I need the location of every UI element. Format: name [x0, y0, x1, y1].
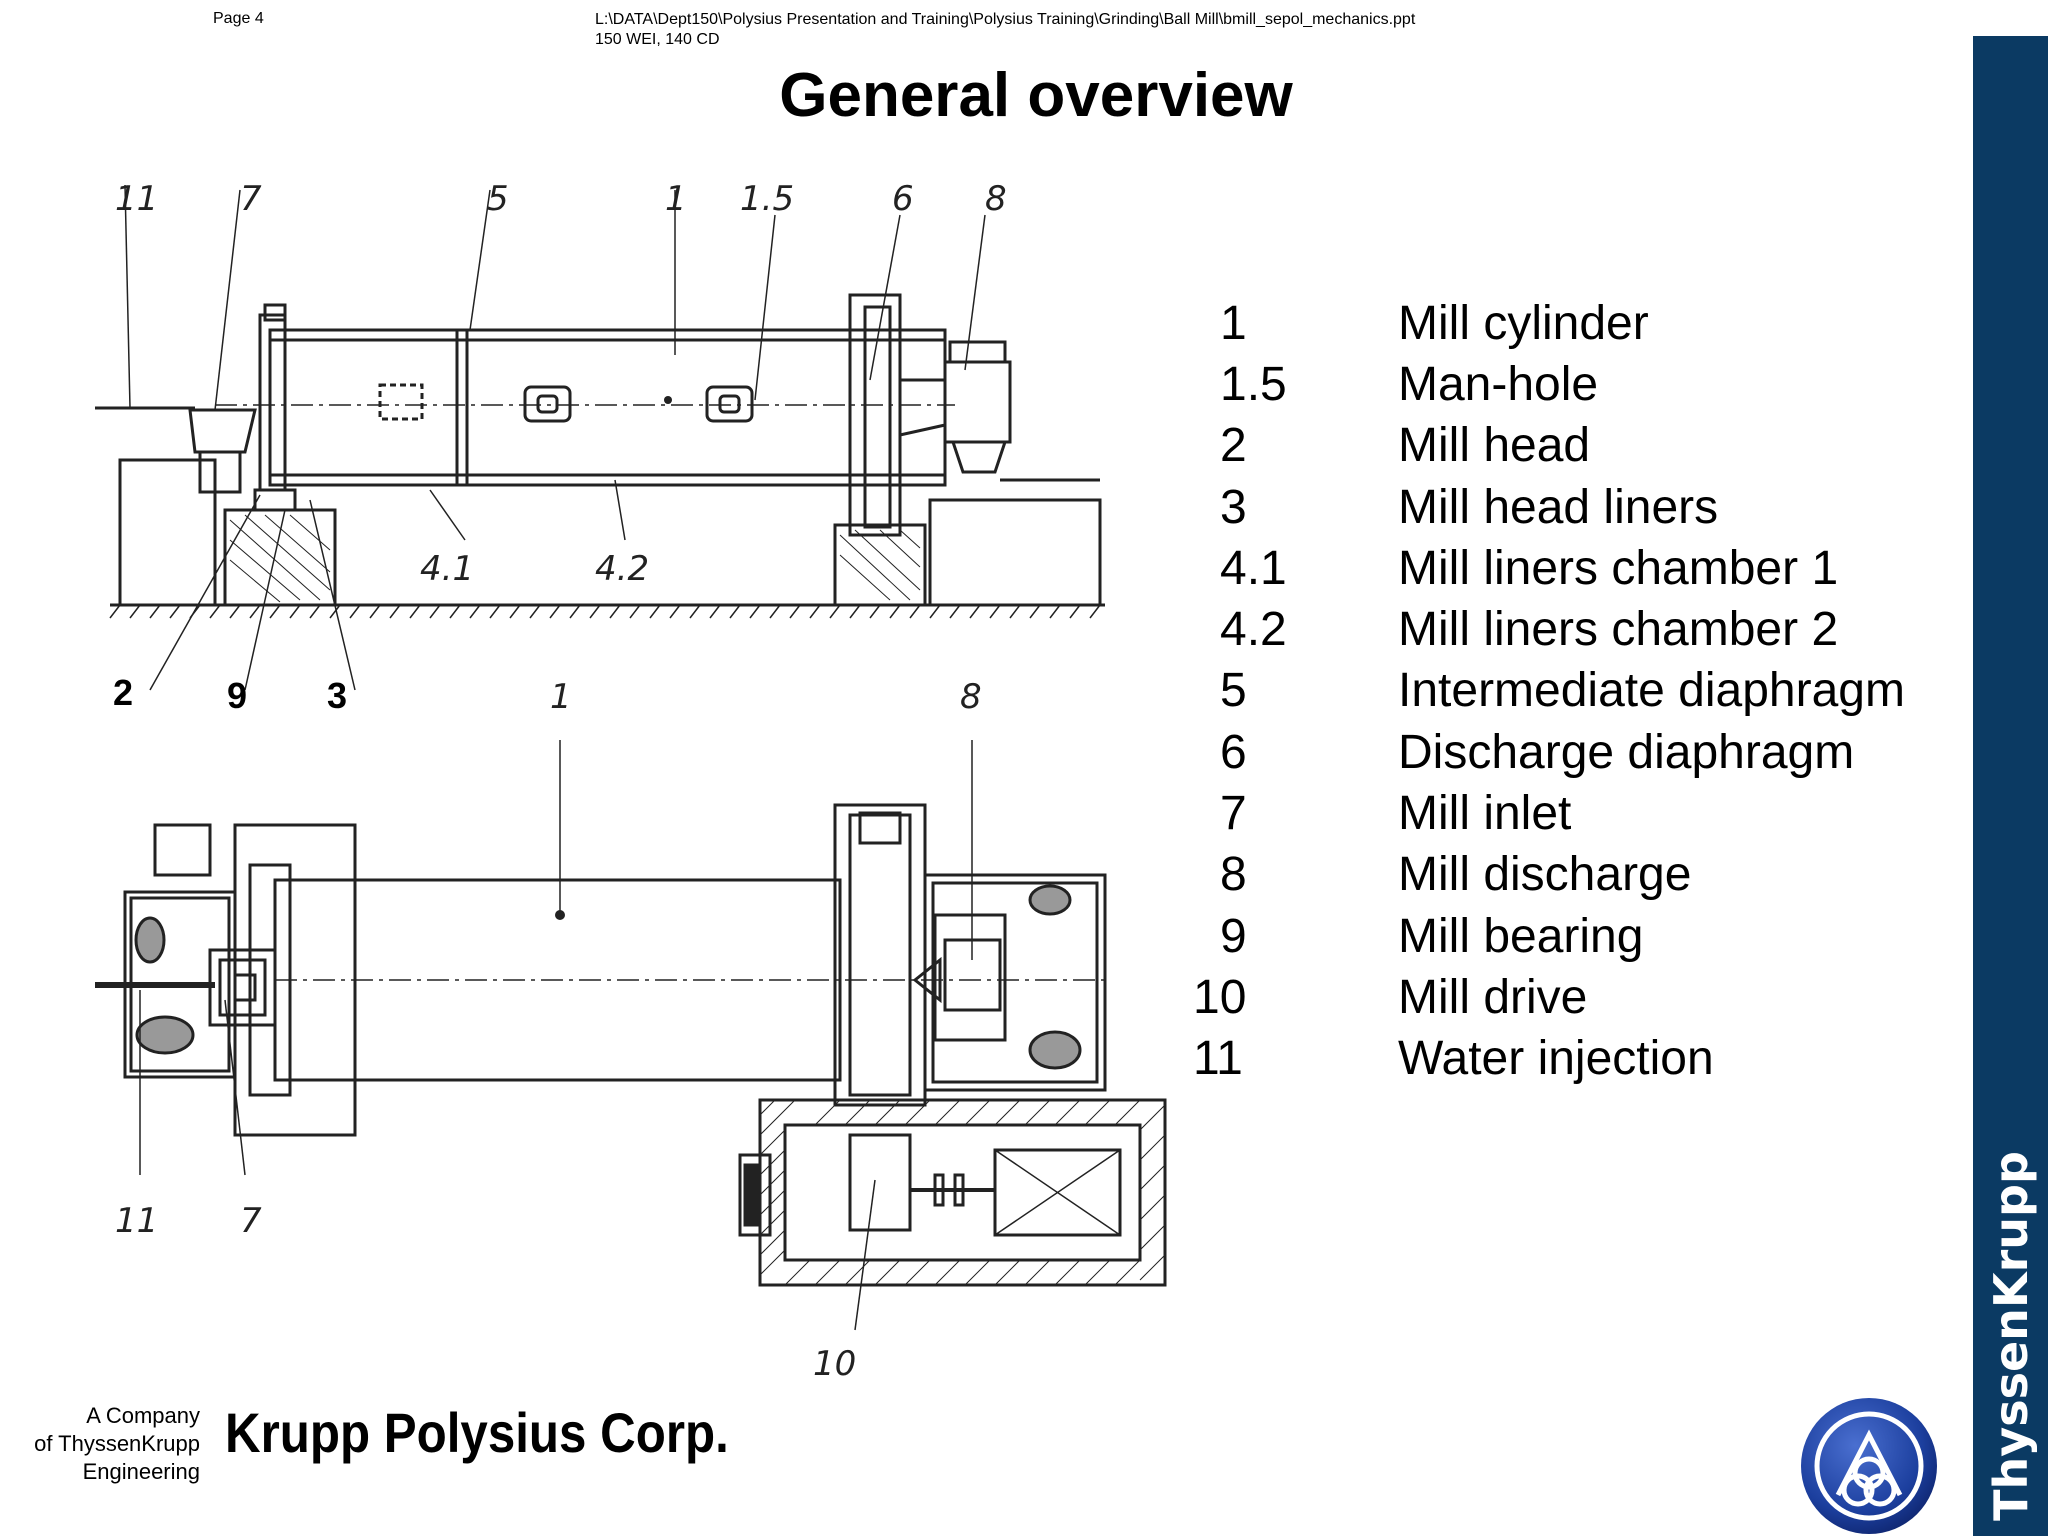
legend-number: 4.1 — [1220, 542, 1287, 595]
legend-label: Mill liners chamber 1 — [1398, 542, 1839, 595]
company-note-line: A Company — [86, 1403, 200, 1428]
file-path: L:\DATA\Dept150\Polysius Presentation an… — [595, 10, 1415, 50]
legend-label: Mill bearing — [1398, 910, 1644, 963]
legend-label: Mill head liners — [1398, 481, 1719, 534]
brand-name: ThyssenKrupp — [1983, 1151, 2038, 1521]
diagram-label-9: 9 — [227, 675, 247, 716]
file-path-line-1: L:\DATA\Dept150\Polysius Presentation an… — [595, 11, 1416, 28]
legend-number: 4.2 — [1220, 603, 1287, 656]
legend-label: Mill liners chamber 2 — [1398, 603, 1839, 656]
legend-label: Mill inlet — [1398, 787, 1572, 840]
legend-label: Mill discharge — [1398, 848, 1692, 901]
diagram-label-11-plan: 11 — [115, 1201, 158, 1241]
company-note-line: of ThyssenKrupp — [34, 1431, 200, 1456]
diagram-label-7-plan: 7 — [240, 1201, 262, 1241]
legend-label: Mill drive — [1398, 971, 1588, 1024]
diagram-label-5: 5 — [487, 180, 509, 219]
brand-side-bar: ThyssenKrupp — [1973, 36, 2048, 1536]
legend-number: 1 — [1220, 297, 1247, 350]
legend-label: Intermediate diaphragm — [1398, 664, 1905, 717]
diagram-label-1-top: 1 — [665, 180, 687, 219]
file-path-line-2: 150 WEI, 140 CD — [595, 31, 720, 48]
slide-title: General overview — [779, 61, 1293, 130]
diagram-label-3: 3 — [327, 675, 347, 716]
company-note-line: Engineering — [82, 1459, 200, 1484]
diagram-label-4-2: 4.2 — [595, 549, 649, 589]
ball-mill-drawing: 11 7 5 1 1.5 6 8 4.1 4.2 2 9 3 1 8 11 7 … — [95, 180, 1167, 1384]
legend-label: Water injection — [1398, 1032, 1714, 1085]
legend-label: Mill cylinder — [1398, 297, 1649, 350]
diagram-label-2: 2 — [113, 672, 133, 713]
legend-number: 8 — [1220, 848, 1247, 901]
legend-number: 1.5 — [1220, 358, 1287, 411]
diagram-label-10: 10 — [813, 1344, 856, 1384]
legend-number: 6 — [1220, 726, 1247, 779]
legend-number: 7 — [1220, 787, 1247, 840]
diagram-label-8-top: 8 — [985, 180, 1007, 219]
legend-number: 3 — [1220, 481, 1247, 534]
diagram-label-8-plan: 8 — [960, 677, 982, 717]
diagram-label-6: 6 — [892, 180, 914, 219]
diagram-label-1-plan: 1 — [550, 677, 572, 717]
legend-number: 10 — [1193, 971, 1247, 1024]
company-note: A Company of ThyssenKrupp Engineering — [30, 1402, 200, 1486]
legend-label: Discharge diaphragm — [1398, 726, 1855, 779]
diagram-label-11-top: 11 — [115, 180, 158, 219]
legend-label: Man-hole — [1398, 358, 1599, 411]
page-number: Page 4 — [213, 10, 264, 27]
legend-number: 2 — [1220, 419, 1247, 472]
diagram-label-1-5: 1.5 — [740, 180, 794, 219]
legend-number: 5 — [1220, 664, 1247, 717]
diagram-label-4-1: 4.1 — [420, 549, 474, 589]
thyssenkrupp-logo-icon — [1801, 1398, 1937, 1534]
legend-number: 11 — [1193, 1032, 1243, 1085]
company-name: Krupp Polysius Corp. — [225, 1401, 729, 1464]
diagram-label-7-top: 7 — [240, 180, 262, 219]
legend-number: 9 — [1220, 910, 1247, 963]
legend-label: Mill head — [1398, 419, 1591, 472]
